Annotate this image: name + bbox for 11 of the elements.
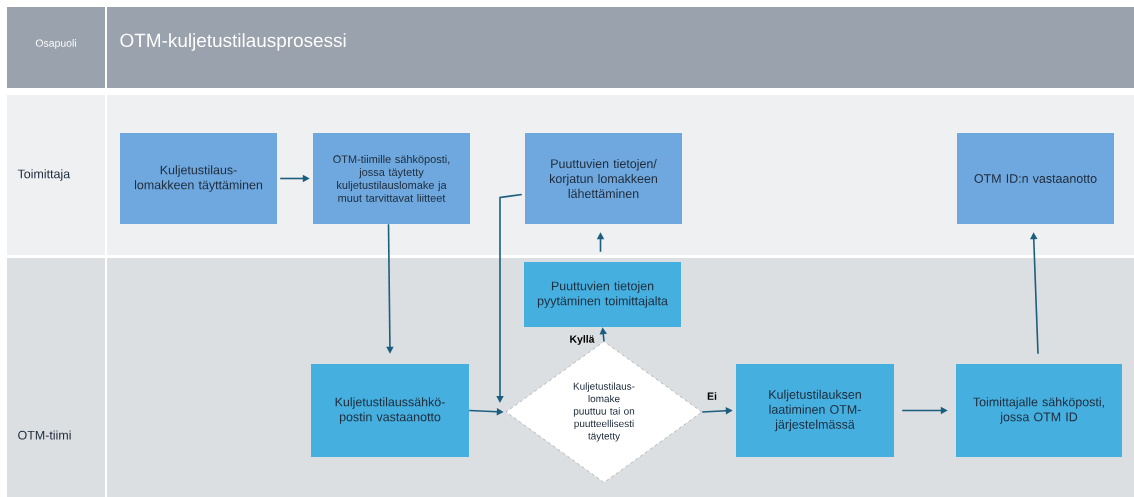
process-box: Kuljetustilaus-lomakkeen täyttäminen — [120, 133, 277, 224]
process-box: Kuljetustilaussähkö-postin vastaanotto — [311, 364, 469, 457]
column-heading: Osapuoli — [35, 39, 76, 49]
process-box: OTM ID:n vastaanotto — [957, 133, 1114, 224]
process-box: OTM-tiimille sähköposti, jossa täytetty kuljetustilauslomake ja muut tarvittavat liitteet — [313, 133, 470, 224]
process-box: Puuttuvien tietojen/ korjatun lomakkeen lähettäminen — [525, 133, 682, 224]
process-box: Puuttuvien tietojen pyytäminen toimittajalta — [524, 262, 681, 327]
edge-label: Ei — [706, 391, 718, 401]
title: OTM-kuljetustilausprosessi — [120, 33, 346, 51]
process-box: Toimittajalle sähköposti, jossa OTM ID — [956, 364, 1122, 457]
process-box: Kuljetustilauksen laatiminen OTM-järjestelmässä — [736, 364, 894, 457]
